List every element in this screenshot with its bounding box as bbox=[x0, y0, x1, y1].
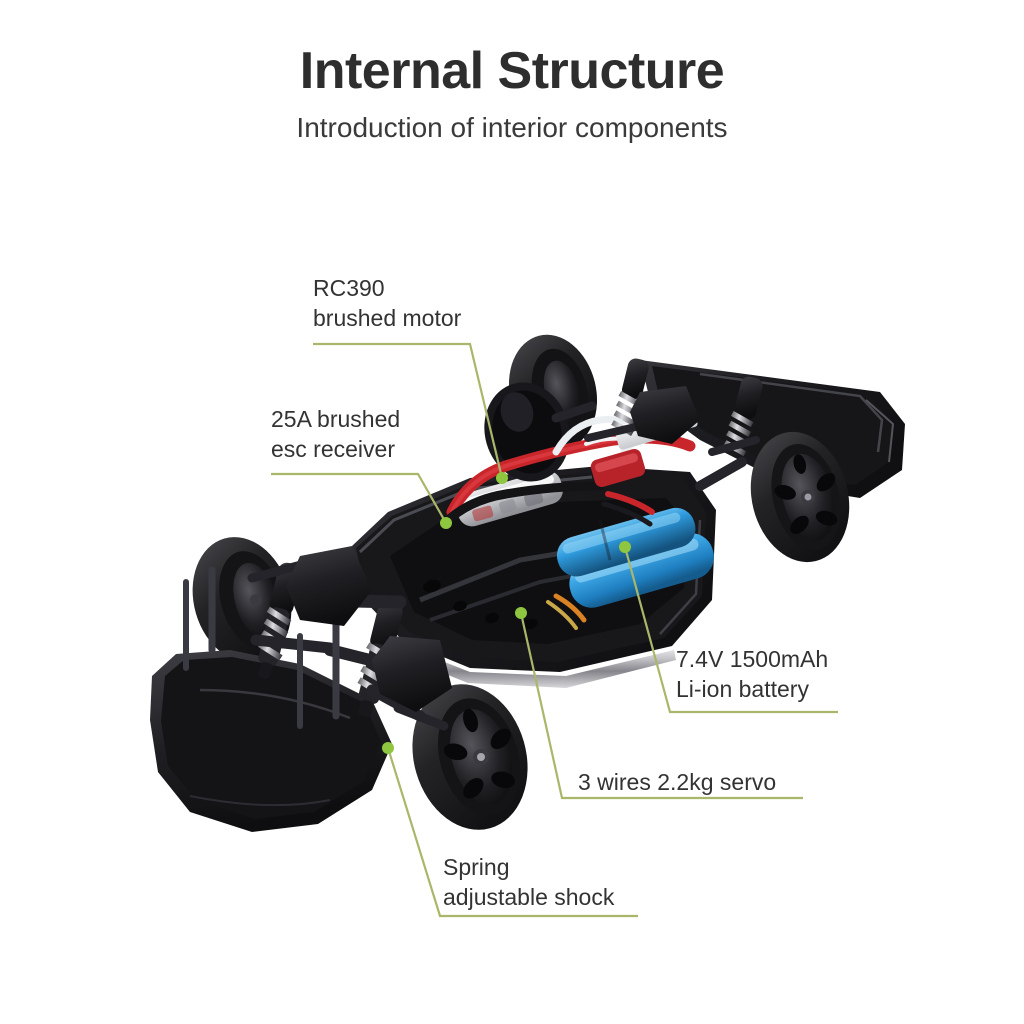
callout-shock-line1: Spring bbox=[443, 854, 510, 880]
leader-line-servo bbox=[519, 612, 803, 800]
callout-battery-line1: 7.4V 1500mAh bbox=[676, 646, 829, 672]
leader-line-shock bbox=[386, 747, 638, 918]
callout-battery-line2: Li-ion battery bbox=[676, 675, 809, 702]
callout-leader-lines bbox=[271, 342, 838, 918]
anchor-dot-servo bbox=[515, 607, 527, 619]
callout-esc: 25A brushed esc receiver bbox=[271, 405, 400, 465]
page-subtitle: Introduction of interior components bbox=[296, 111, 728, 143]
callout-servo: 3 wires 2.2kg servo bbox=[578, 768, 776, 798]
callout-servo-line1: 3 wires 2.2kg servo bbox=[578, 769, 777, 795]
anchor-dot-battery bbox=[619, 541, 631, 553]
leader-line-battery bbox=[623, 546, 838, 714]
anchor-dot-esc bbox=[440, 517, 452, 529]
callout-esc-line2: esc receiver bbox=[271, 435, 395, 462]
callout-motor-line1: RC390 bbox=[313, 275, 385, 301]
callout-esc-line1: 25A brushed bbox=[271, 406, 401, 432]
callout-shock-line2: adjustable shock bbox=[443, 883, 615, 910]
callout-shock: Spring adjustable shock bbox=[443, 853, 614, 913]
anchor-dot-motor bbox=[496, 472, 508, 484]
rear-wing bbox=[640, 360, 905, 498]
callout-anchor-dots bbox=[382, 472, 631, 754]
bulkheads bbox=[286, 386, 700, 712]
callout-motor: RC390 brushed motor bbox=[313, 274, 461, 334]
leader-line-motor bbox=[313, 342, 504, 479]
header: Internal Structure Introduction of inter… bbox=[0, 44, 1024, 143]
front-splitter bbox=[150, 650, 392, 832]
callout-motor-line2: brushed motor bbox=[313, 304, 462, 331]
rear-right-wheel bbox=[750, 431, 850, 563]
leader-line-esc bbox=[271, 472, 447, 524]
page-title: Internal Structure bbox=[299, 42, 725, 100]
anchor-dot-shock bbox=[382, 742, 394, 754]
battery-connector bbox=[590, 449, 646, 487]
callout-battery: 7.4V 1500mAh Li-ion battery bbox=[676, 645, 828, 705]
